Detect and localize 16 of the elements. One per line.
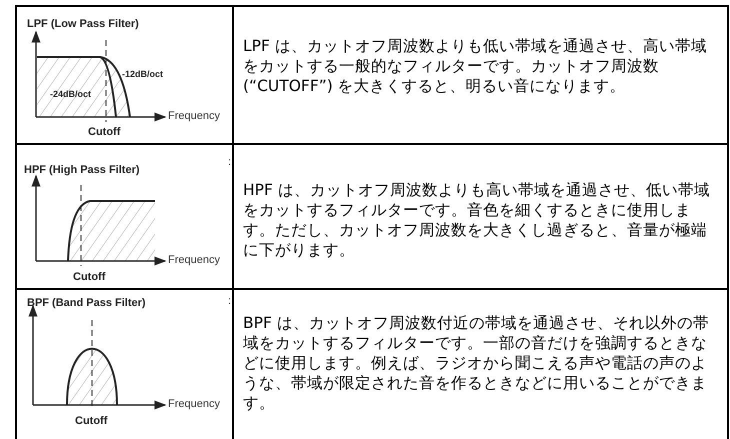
description-text: LPF は、カットオフ周波数よりも低い帯域を通過させ、高い帯域をカットする一般的なフィルターです。カットオフ周波数(“CUTOFF”) を大きくすると、明るい音になります。 (243, 36, 708, 96)
cutoff-label: Cutoff (75, 415, 108, 427)
colon-mark: : (228, 295, 232, 307)
axis-label: Frequency (168, 398, 220, 410)
slope-label: -24dB/oct (50, 89, 92, 99)
colon-mark: : (228, 156, 232, 168)
slope-label: -12dB/oct (122, 69, 164, 79)
chart-title: BPF (Band Pass Filter) (27, 297, 146, 309)
chart-title: HPF (High Pass Filter) (24, 164, 140, 176)
cutoff-label: Cutoff (73, 271, 106, 283)
cutoff-label: Cutoff (88, 126, 120, 138)
axis-label: Frequency (168, 254, 220, 266)
description-text: BPF は、カットオフ周波数付近の帯域を通過させ、それ以外の帯域をカットするフィルターです。一部の音だけを強調するときなどに使用します。例えば、ラジオから聞こえる声や電話の声のような、帯域が限定された音を作るときなどに用いることができます。 (243, 313, 710, 413)
description-text: HPF は、カットオフ周波数よりも高い帯域を通過させ、低い帯域をカットするフィルターです。音色を細くするときに使用します。ただし、カットオフ周波数を大きくし過ぎると、音量が極端に下がります。 (243, 180, 711, 260)
axis-label: Frequency (168, 110, 220, 122)
chart-title: LPF (Low Pass Filter) (27, 18, 139, 30)
